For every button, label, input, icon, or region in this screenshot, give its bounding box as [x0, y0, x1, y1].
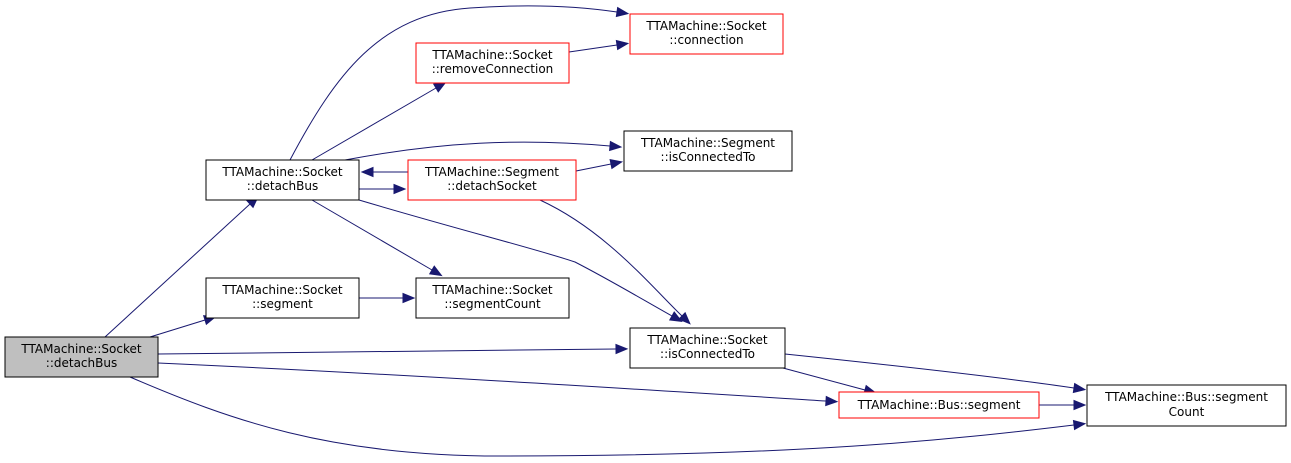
node-label-line1: TTAMachine::Socket: [221, 283, 343, 297]
edge-line: [784, 353, 1075, 389]
node-label-line2: ::isConnectedTo: [660, 347, 755, 361]
edge-line: [311, 199, 433, 271]
node-label-line1: TTAMachine::Socket: [645, 19, 767, 33]
edge-socket-isconnectedto-to-bus-segment: [782, 367, 877, 395]
edge-line: [539, 199, 683, 317]
node-label-line2: Count: [1169, 405, 1205, 419]
node-label-line1: TTAMachine::Socket: [20, 342, 142, 356]
edge-arrowhead: [428, 265, 443, 277]
edge-arrowhead: [402, 292, 416, 304]
node-label-line2: ::segmentCount: [444, 297, 541, 311]
edge-arrowhead: [609, 158, 624, 170]
node-socket-removeconnection[interactable]: TTAMachine::Socket ::removeConnection: [415, 42, 570, 84]
node-box: [205, 159, 360, 201]
edge-line: [358, 199, 673, 317]
node-label-line2: ::isConnectedTo: [661, 150, 756, 164]
node-label-line1: TTAMachine::Socket: [221, 165, 343, 179]
edge-socket-detachbus-to-socket-connection: [289, 5, 630, 161]
node-box: [407, 159, 577, 201]
node-box: [623, 130, 793, 172]
edge-arrowhead: [1073, 399, 1087, 411]
node-label-line1: TTAMachine::Bus::segment: [857, 398, 1021, 412]
edge-arrowhead: [432, 81, 447, 93]
edge-arrowhead: [615, 343, 629, 355]
edge-arrowhead: [615, 6, 630, 18]
edge-line: [575, 163, 612, 172]
edge-socket-detachbus-to-segment-detachsocket: [359, 183, 407, 195]
edge-arrowhead: [615, 39, 630, 51]
node-box: [838, 391, 1040, 419]
edge-socket-segment-to-socket-segmentcount: [359, 292, 416, 304]
edge-root-to-bus-segment: [157, 362, 839, 407]
edge-arrowhead: [677, 311, 691, 325]
node-label-line2: ::segment: [252, 297, 313, 311]
node-box: [629, 13, 784, 55]
edge-arrowhead: [1072, 382, 1087, 394]
edge-arrowhead: [1072, 419, 1087, 431]
edge-root-to-socket-segment: [149, 315, 217, 338]
edges-layer: [104, 5, 1087, 457]
node-label-line2: ::detachBus: [247, 179, 318, 193]
node-label-line1: TTAMachine::Segment: [640, 136, 775, 150]
node-label-line1: TTAMachine::Segment: [424, 165, 559, 179]
edge-socket-removeconnection-to-socket-connection: [568, 39, 630, 53]
edge-segment-detachsocket-to-socket-isconnectedto: [539, 199, 691, 325]
node-bus-segment[interactable]: TTAMachine::Bus::segment: [838, 391, 1040, 419]
edge-line: [157, 348, 617, 355]
edge-segment-detachsocket-to-segment-isconnectedto: [575, 158, 624, 172]
edge-root-to-bus-segmentcount: [129, 376, 1087, 457]
node-socket-segmentcount[interactable]: TTAMachine::Socket ::segmentCount: [415, 277, 570, 319]
node-label-line2: ::detachSocket: [447, 179, 537, 193]
node-box: [205, 277, 360, 319]
edge-line: [782, 367, 866, 391]
edge-socket-detachbus-to-segment-isconnectedto: [344, 140, 623, 161]
edge-line: [157, 362, 827, 402]
edge-line: [568, 44, 618, 53]
edge-arrowhead: [825, 395, 839, 407]
edge-segment-detachsocket-to-socket-detachbus: [360, 166, 408, 178]
node-label-line2: ::detachBus: [46, 356, 117, 370]
node-box: [629, 327, 786, 369]
edge-line: [104, 203, 251, 338]
nodes-layer: TTAMachine::Socket ::detachBus TTAMachin…: [4, 13, 1287, 427]
node-segment-detachsocket[interactable]: TTAMachine::Segment ::detachSocket: [407, 159, 577, 201]
edge-bus-segment-to-bus-segmentcount: [1039, 399, 1087, 411]
node-box: [415, 277, 570, 319]
edge-arrowhead: [360, 166, 374, 178]
edge-socket-detachbus-to-socket-segmentcount: [311, 199, 443, 277]
edge-line: [289, 5, 618, 161]
node-socket-isconnectedto[interactable]: TTAMachine::Socket ::isConnectedTo: [629, 327, 786, 369]
node-socket-connection[interactable]: TTAMachine::Socket ::connection: [629, 13, 784, 55]
node-segment-isconnectedto[interactable]: TTAMachine::Segment ::isConnectedTo: [623, 130, 793, 172]
node-socket-segment[interactable]: TTAMachine::Socket ::segment: [205, 277, 360, 319]
node-box: [415, 42, 570, 84]
edge-socket-detachbus-to-socket-removeconnection: [311, 81, 447, 161]
node-box: [1086, 384, 1287, 427]
node-label-line2: ::removeConnection: [432, 62, 554, 76]
node-box: [4, 336, 159, 378]
edge-line: [311, 87, 437, 161]
edge-arrowhead: [393, 183, 407, 195]
node-socket-detachbus[interactable]: TTAMachine::Socket ::detachBus: [205, 159, 360, 201]
node-label-line1: TTAMachine::Socket: [431, 283, 553, 297]
edge-line: [344, 141, 611, 161]
node-label-line2: ::connection: [669, 33, 743, 47]
node-bus-segmentcount[interactable]: TTAMachine::Bus::segment Count: [1086, 384, 1287, 427]
edge-root-to-socket-isconnectedto: [157, 343, 629, 355]
node-root-socket-detachbus[interactable]: TTAMachine::Socket ::detachBus: [4, 336, 159, 378]
edge-line: [129, 376, 1075, 457]
node-label-line1: TTAMachine::Bus::segment: [1104, 390, 1268, 404]
node-label-line1: TTAMachine::Socket: [431, 48, 553, 62]
edge-line: [149, 319, 206, 338]
edge-socket-isconnectedto-to-bus-segmentcount: [784, 353, 1087, 394]
edge-arrowhead: [609, 140, 623, 152]
node-label-line1: TTAMachine::Socket: [646, 333, 768, 347]
